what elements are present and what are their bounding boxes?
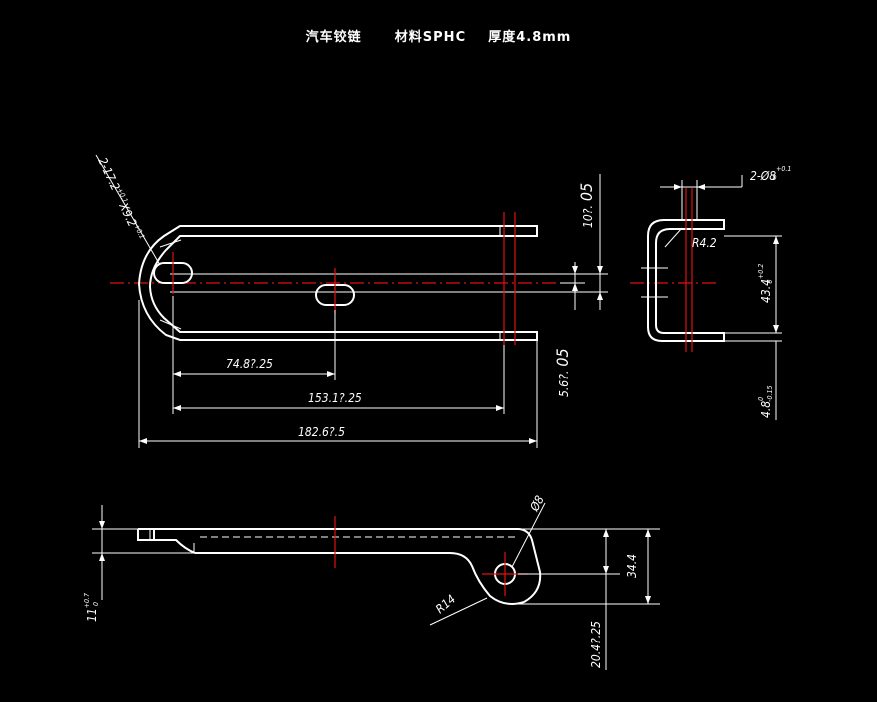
dim-182 [138, 300, 538, 448]
section-view [630, 175, 782, 420]
dim-48-label: 4.80-0.15 [757, 386, 774, 418]
labels: 2-17.2+0.1X9.2+0.1 74.8?.25 153.1?.25 18… [83, 155, 791, 668]
dim-153-label: 153.1?.25 [308, 391, 362, 405]
dim-34-label: 34.4 [625, 554, 639, 578]
r14-leader [429, 597, 488, 626]
r42-label: R4.2 [692, 236, 717, 250]
r14-label: R14 [433, 592, 458, 616]
dim-153 [172, 345, 505, 414]
r42-leader [664, 227, 683, 248]
top-inner-fillet-upper [159, 239, 182, 248]
dim-11-label: 11+0.70 [83, 593, 100, 622]
dim-74 [172, 296, 336, 380]
top-inner-fillet-lower [159, 319, 182, 330]
front-view [92, 502, 660, 670]
hole-callout-label: 2-17.2+0.1X9.2+0.1 [95, 155, 146, 242]
front-lip [137, 529, 154, 541]
dim-20-label: 20.4?.25 [589, 621, 603, 668]
phi8-leader [511, 502, 546, 568]
front-outline-upper [138, 528, 542, 605]
dim-182-label: 182.6?.5 [298, 425, 345, 439]
dim-10-label: 10?.05 [577, 183, 596, 228]
phi8-label: Ø8 [527, 493, 547, 514]
top-view [95, 154, 608, 448]
dim-5-label: 5.6?.05 [553, 348, 572, 397]
dim-10-5 [540, 174, 608, 310]
drawing-title: 汽车铰链 材料SPHC 厚度4.8mm [305, 30, 572, 45]
dim-74-label: 74.8?.25 [226, 357, 273, 371]
hole-callout-leader [95, 154, 161, 266]
dim-43-label: 43.4+0.20 [757, 264, 774, 303]
